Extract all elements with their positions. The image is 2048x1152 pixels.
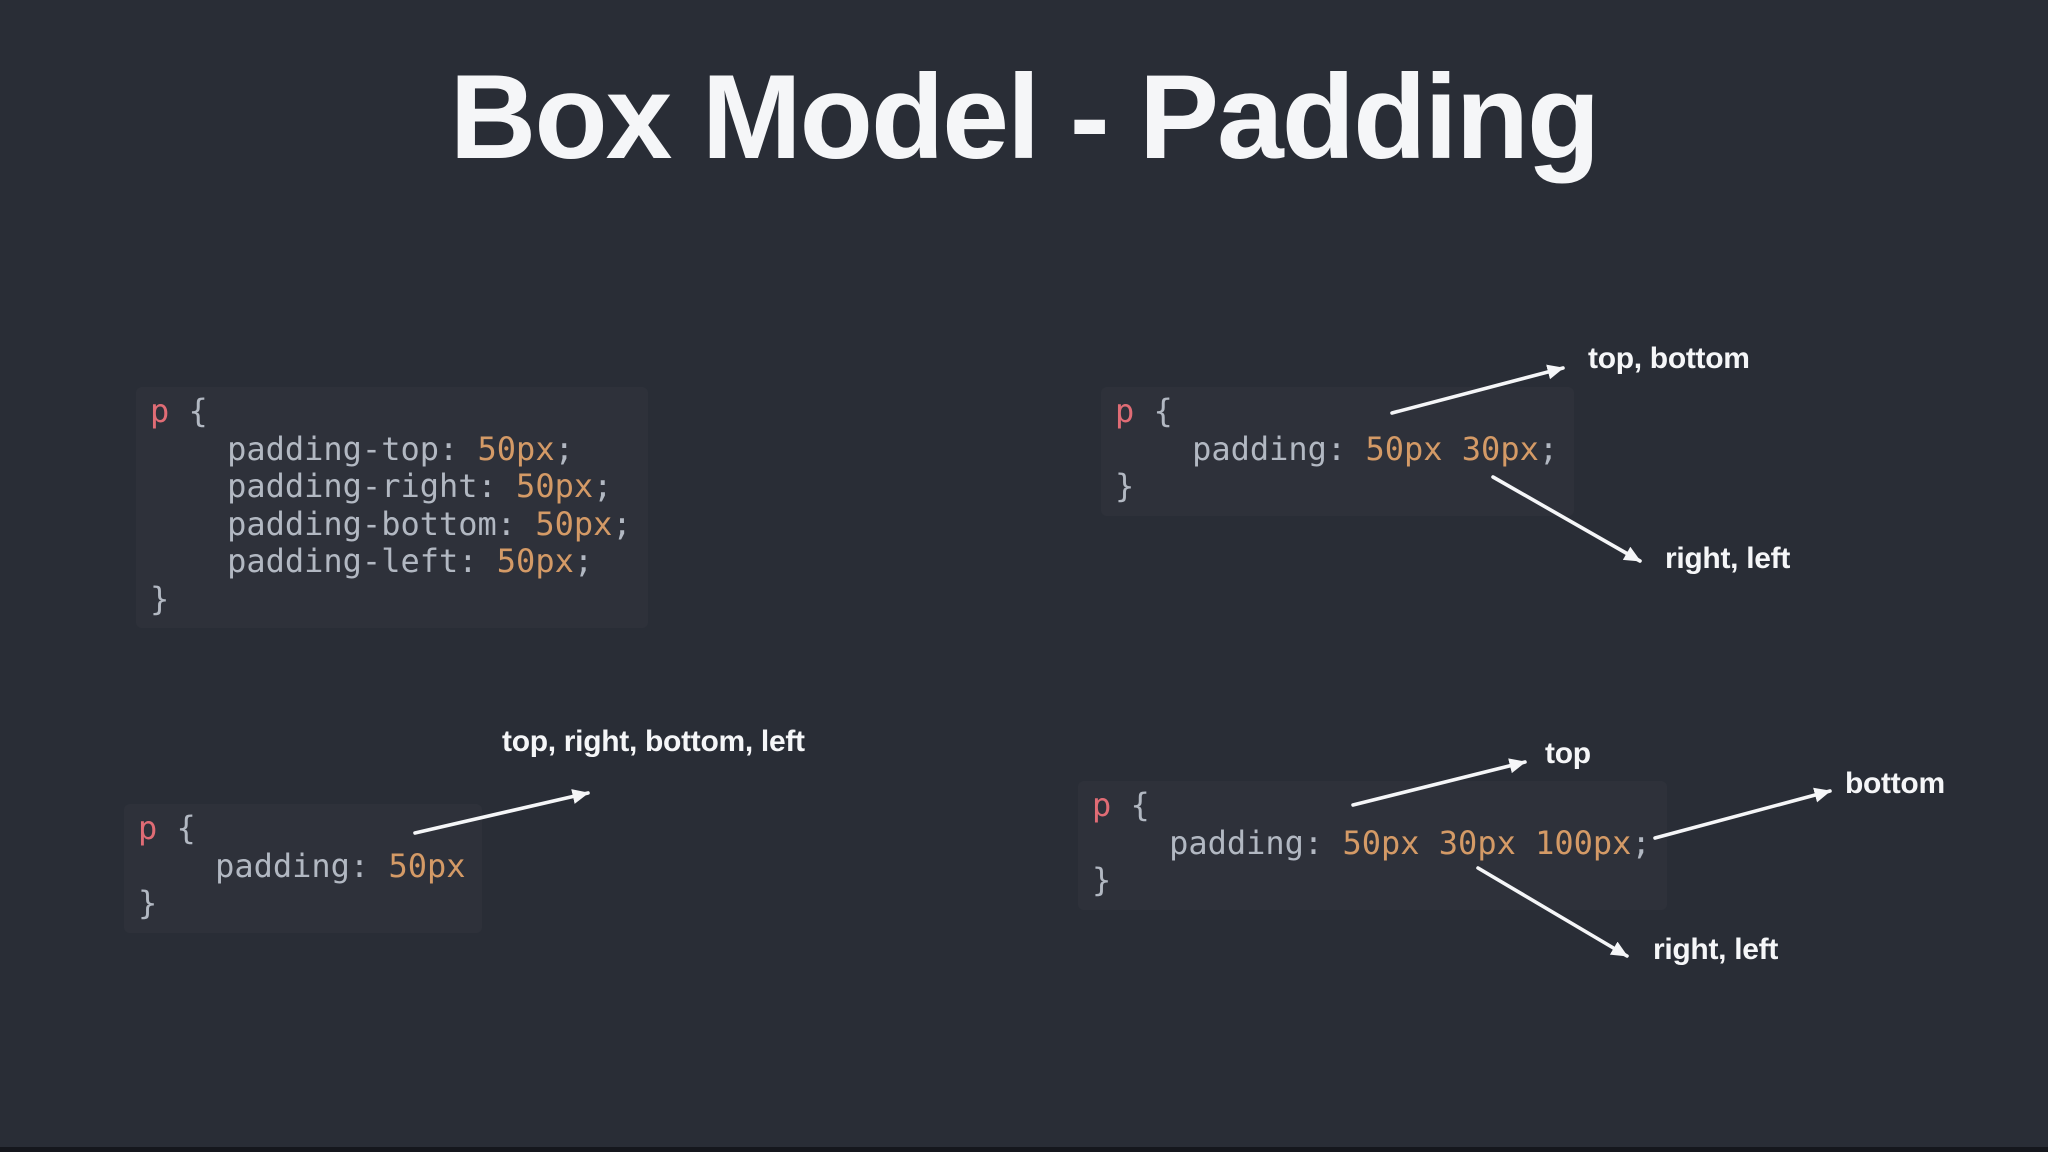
code-token-pun: ; [1631,823,1651,862]
annotation-arrow [1491,475,1642,563]
code-token-pun: } [150,579,170,618]
annotation-label-top-bottom: top, bottom [1588,342,1750,375]
code-line: } [1115,467,1558,506]
code-line: p { [138,809,466,848]
code-token-pun: { [169,392,208,430]
code-line: p { [1092,786,1651,825]
code-token-pun: padding: [1115,429,1366,468]
code-line: padding-bottom: 50px; [150,504,632,544]
code-line: } [1092,861,1651,900]
code-token-pun: } [1115,467,1135,505]
code-token-pun: padding-top: [150,429,478,468]
annotation-label-top: top [1545,737,1591,770]
code-line: p { [150,392,632,431]
code-token-pun: padding: [1092,823,1343,862]
code-block-padding-three-values: p { padding: 50px 30px 100px;} [1078,781,1667,910]
code-block-padding-two-values: p { padding: 50px 30px;} [1101,387,1574,516]
code-token-pun: { [1134,392,1173,430]
bottom-edge-strip [0,1147,2048,1152]
code-token-pun: padding: [138,846,389,885]
code-token-pun: ; [612,504,632,543]
code-line: padding-top: 50px; [150,429,632,469]
code-token-sel: p [138,809,158,847]
code-token-val: 50px [516,467,594,505]
code-token-sel: p [150,392,170,430]
annotation-label-top-right-bottom-left: top, right, bottom, left [502,725,805,758]
code-line: } [150,579,632,619]
code-token-pun: } [138,884,158,922]
annotation-label-right-left-three-value: right, left [1653,933,1779,966]
code-token-pun: { [1111,786,1150,824]
code-line: } [138,884,466,923]
code-token-sel: p [1092,786,1112,824]
code-line: padding-right: 50px; [150,467,632,506]
annotation-arrow [1390,364,1565,415]
page-title: Box Model - Padding [449,50,1601,184]
code-token-val: 50px [477,429,555,468]
annotation-arrow [1653,787,1832,840]
code-line: p { [1115,392,1558,431]
code-token-pun: padding-left: [150,542,497,580]
annotation-label-bottom: bottom [1845,767,1945,800]
code-token-pun: ; [554,429,574,468]
code-token-pun: { [157,809,196,847]
code-token-pun: ; [1538,429,1559,468]
code-token-val: 50px [535,504,613,543]
code-token-pun: ; [593,467,613,505]
code-token-sel: p [1115,392,1135,430]
code-token-val: 50px 30px [1365,429,1539,468]
code-token-val: 50px [496,542,574,580]
code-token-pun: padding-right: [150,467,517,505]
code-token-val: 50px [388,846,466,885]
code-token-val: 50px 30px 100px [1342,823,1632,862]
code-token-pun: ; [573,542,594,580]
annotation-label-right-left-two-value: right, left [1665,542,1791,575]
code-line: padding: 50px [138,846,466,886]
annotation-arrow [413,789,590,835]
code-block-padding-longhand: p { padding-top: 50px; padding-right: 50… [136,387,648,628]
code-block-padding-one-value: p { padding: 50px} [124,804,482,933]
annotation-arrow [1476,866,1629,958]
code-token-pun: padding-bottom: [150,504,536,543]
code-line: padding: 50px 30px; [1115,429,1559,469]
annotation-arrow [1351,758,1527,807]
code-line: padding-left: 50px; [150,542,632,581]
code-token-pun: } [1092,861,1112,899]
code-line: padding: 50px 30px 100px; [1092,823,1651,863]
